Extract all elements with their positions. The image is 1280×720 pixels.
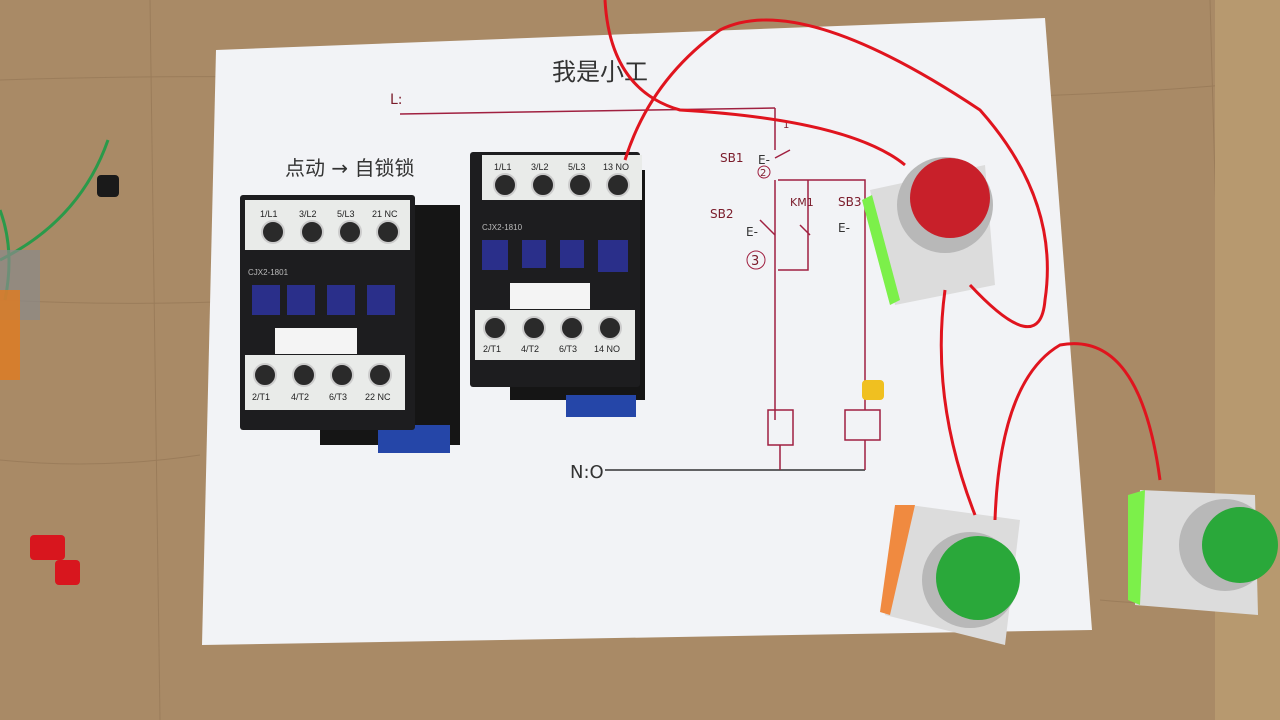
- green-push-button[interactable]: [880, 505, 1020, 645]
- red-wires: [603, 0, 1162, 521]
- left-top-terminal: 21 NC: [372, 209, 398, 219]
- line-l-label: L:: [390, 92, 403, 108]
- node-3: 3: [751, 254, 759, 269]
- node-2: 2: [760, 168, 766, 179]
- sb1-label: SB1: [720, 151, 743, 165]
- left-bottom-terminal: 22 NC: [365, 392, 391, 402]
- control-schematic: [759, 108, 881, 470]
- right-top-terminal: 3/L2: [531, 162, 549, 172]
- right-bottom-terminal: 2/T1: [483, 344, 501, 354]
- sb3-label: SB3: [838, 195, 861, 209]
- e-sb2: E-: [746, 225, 758, 239]
- left-bottom-terminal: 4/T2: [291, 392, 309, 402]
- right-bottom-terminal: 14 NO: [594, 344, 620, 354]
- line-l: [399, 107, 776, 115]
- e-sb1: E-: [758, 153, 770, 167]
- line-n-label: N:O: [570, 462, 604, 483]
- left-bottom-terminal: 2/T1: [252, 392, 270, 402]
- left-top-terminal: 3/L2: [299, 209, 317, 219]
- contactor-right: [470, 152, 645, 417]
- terminal-blocks: [0, 175, 119, 585]
- right-bottom-terminal: 6/T3: [559, 344, 577, 354]
- note-text: 点动 → 自锁锁: [285, 156, 414, 180]
- right-top-terminal: 13 NO: [603, 162, 629, 172]
- right-model: CJX2-1810: [482, 223, 523, 232]
- node-3-circle: [746, 250, 766, 270]
- km1-label: KM1: [790, 196, 814, 209]
- left-bottom-terminal: 6/T3: [329, 392, 347, 402]
- node-2-circle: [757, 165, 771, 179]
- right-top-terminal: 1/L1: [494, 162, 512, 172]
- green-push-button[interactable]: [1128, 490, 1278, 615]
- right-bottom-terminal: 4/T2: [521, 344, 539, 354]
- left-top-terminal: 5/L3: [337, 209, 355, 219]
- contactor-left: [240, 195, 460, 453]
- paper-sheet: [202, 18, 1092, 645]
- right-top-terminal: 5/L3: [568, 162, 586, 172]
- red-push-button[interactable]: [862, 157, 995, 305]
- left-model: CJX2-1801: [248, 268, 289, 277]
- node-1: 1: [783, 120, 789, 131]
- e-sb3: E-: [838, 221, 850, 235]
- yellow-wire-marker: [862, 380, 884, 400]
- sb2-label: SB2: [710, 207, 733, 221]
- left-top-terminal: 1/L1: [260, 209, 278, 219]
